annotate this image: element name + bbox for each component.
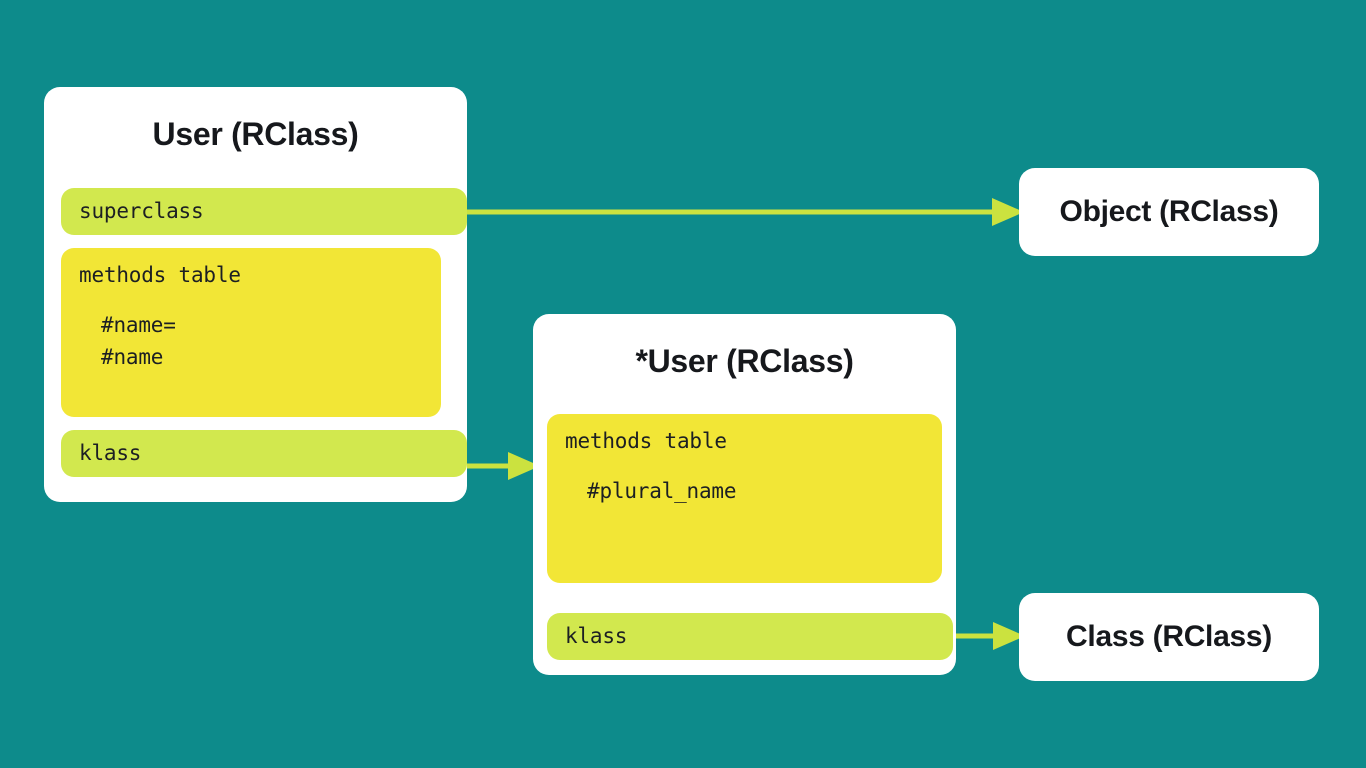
card-user-title: User (RClass) (152, 116, 359, 152)
spacer (565, 454, 942, 475)
slot-metaclass-klass-label: klass (565, 624, 628, 648)
slot-metaclass-klass[interactable]: klass (547, 613, 953, 660)
slot-user-superclass[interactable]: superclass (61, 188, 467, 235)
slot-user-superclass-label: superclass (79, 199, 204, 223)
card-class-rclass[interactable]: Class (RClass) (1019, 593, 1319, 681)
slot-metaclass-methods-table[interactable]: methods table #plural_name (547, 414, 942, 583)
method-entry: #name= (101, 313, 176, 337)
slot-user-methods-table-label: methods table (79, 263, 241, 287)
card-object-rclass[interactable]: Object (RClass) (1019, 168, 1319, 256)
card-class-title: Class (RClass) (1066, 620, 1272, 653)
user-methods-list: #name= #name (79, 309, 441, 373)
card-user-rclass[interactable]: User (RClass) superclass methods table #… (44, 87, 467, 502)
card-metaclass-user-rclass[interactable]: *User (RClass) methods table #plural_nam… (533, 314, 956, 675)
method-entry: #name (101, 345, 164, 369)
card-object-title: Object (RClass) (1059, 195, 1279, 228)
arrow-superclass-to-object (440, 198, 1024, 226)
slot-user-methods-table[interactable]: methods table #name= #name (61, 248, 441, 417)
slot-metaclass-methods-table-label: methods table (565, 429, 727, 453)
slot-user-klass-label: klass (79, 441, 142, 465)
metaclass-methods-list: #plural_name (565, 475, 942, 507)
spacer (79, 288, 441, 309)
slot-user-klass[interactable]: klass (61, 430, 467, 477)
card-metaclass-user-title: *User (RClass) (635, 343, 854, 379)
method-entry: #plural_name (587, 479, 737, 503)
